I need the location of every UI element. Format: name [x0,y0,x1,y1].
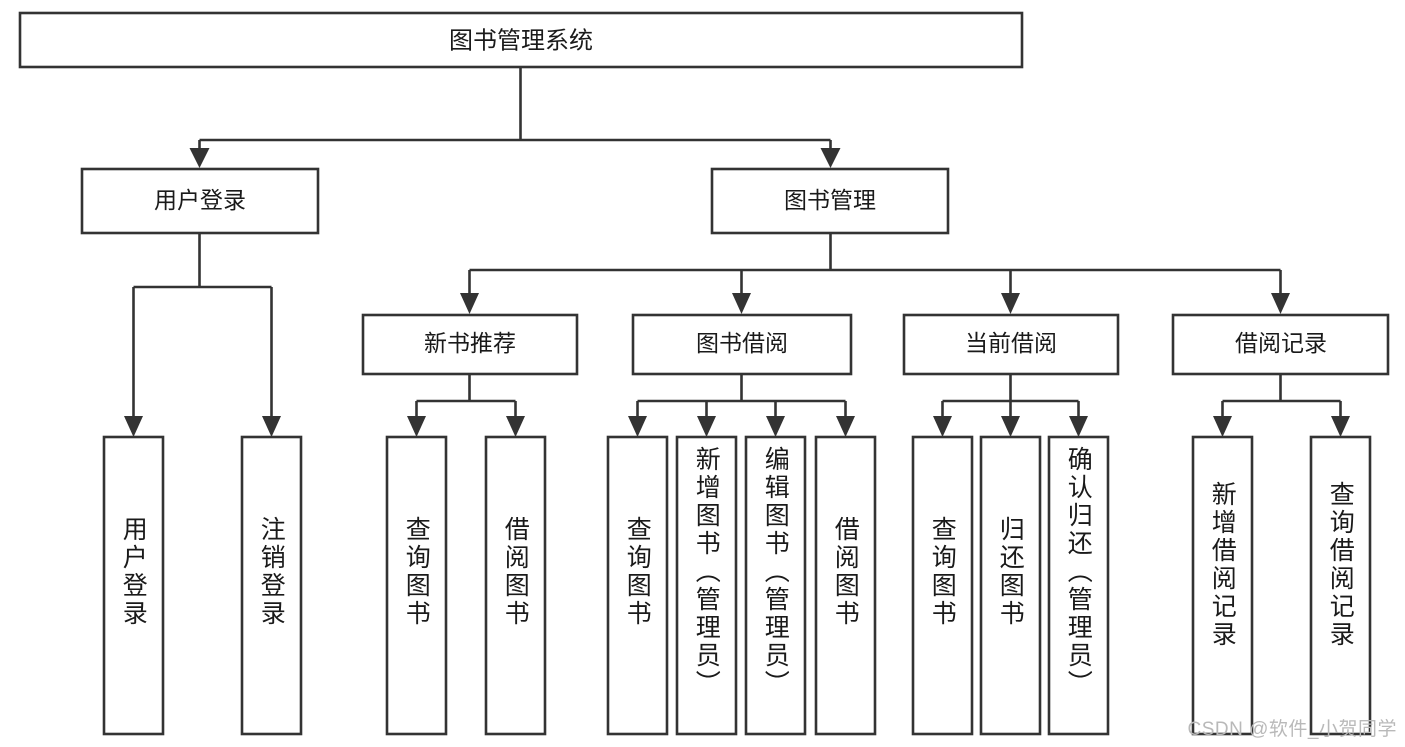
leaf-box-br-add-record[interactable] [1191,435,1254,736]
node-user-login[interactable]: 用户登录 [80,167,320,235]
node-user-login-box[interactable] [80,167,320,235]
node-borrow-record[interactable]: 借阅记录 [1171,313,1390,376]
node-new-book-recommend-label: 新书推荐 [424,330,516,356]
leaf-box-bb-query-book[interactable] [606,435,669,736]
node-book-borrow-box[interactable] [631,313,853,376]
arrow-head-to-book-borrow [732,293,751,314]
arrow-head-nbr-leaf-borrow-book [506,416,525,437]
leaf-box-cb-query-book[interactable] [911,435,974,736]
arrow-head-nbr-leaf-query-book [407,416,426,437]
node-current-borrow-label: 当前借阅 [965,330,1057,356]
leaf-box-bb-edit-book[interactable] [744,435,807,736]
node-book-borrow-label: 图书借阅 [696,330,788,356]
arrow-head-leaf-user-login [124,416,143,437]
arrow-head-bb-leaf-edit-book [766,416,785,437]
node-book-borrow[interactable]: 图书借阅 [631,313,853,376]
node-book-manage-box[interactable] [710,167,950,235]
node-new-book-recommend[interactable]: 新书推荐 [361,313,579,376]
arrow-head-cb-leaf-return-book [1001,416,1020,437]
node-book-manage-label: 图书管理 [784,187,876,213]
leaf-box-bb-borrow-book[interactable] [814,435,877,736]
leaf-box-nbr-borrow-book[interactable] [484,435,547,736]
arrow-head-cb-leaf-confirm-return [1069,416,1088,437]
csdn-watermark: CSDN @软件_小贺同学 [1187,719,1397,740]
arrow-head-bb-leaf-borrow-book [836,416,855,437]
leaf-box-logout[interactable] [240,435,303,736]
arrow-head-leaf-logout [262,416,281,437]
node-root-system-label: 图书管理系统 [449,27,593,54]
leaf-box-br-query-record[interactable] [1309,435,1372,736]
arrow-head-bb-leaf-add-book [697,416,716,437]
arrow-head-to-book-manage [820,148,841,168]
leaf-box-cb-confirm-return[interactable] [1047,435,1110,736]
node-user-login-label: 用户登录 [154,187,246,213]
arrow-head-bb-leaf-query-book [628,416,647,437]
node-current-borrow-box[interactable] [902,313,1120,376]
arrow-head-to-borrow-record [1271,293,1290,314]
arrow-head-to-new-book-recommend [460,293,479,314]
node-root-system[interactable]: 图书管理系统 [18,11,1024,69]
connector-layer [124,67,1350,437]
leaf-box-bb-add-book[interactable] [675,435,738,736]
leaf-box-nbr-query-book[interactable] [385,435,448,736]
node-borrow-record-box[interactable] [1171,313,1390,376]
arrow-head-to-user-login [189,148,210,168]
node-new-book-recommend-box[interactable] [361,313,579,376]
leaf-layer [102,435,1372,736]
arrow-head-br-leaf-query-record [1331,416,1350,437]
arrow-head-cb-leaf-query-book [933,416,952,437]
leaf-box-cb-return-book[interactable] [979,435,1042,736]
node-root-system-box[interactable] [18,11,1024,69]
node-book-manage[interactable]: 图书管理 [710,167,950,235]
leaf-box-user-login[interactable] [102,435,165,736]
arrow-head-br-leaf-add-record [1213,416,1232,437]
node-borrow-record-label: 借阅记录 [1235,330,1327,356]
arrow-head-to-current-borrow [1001,293,1020,314]
node-current-borrow[interactable]: 当前借阅 [902,313,1120,376]
